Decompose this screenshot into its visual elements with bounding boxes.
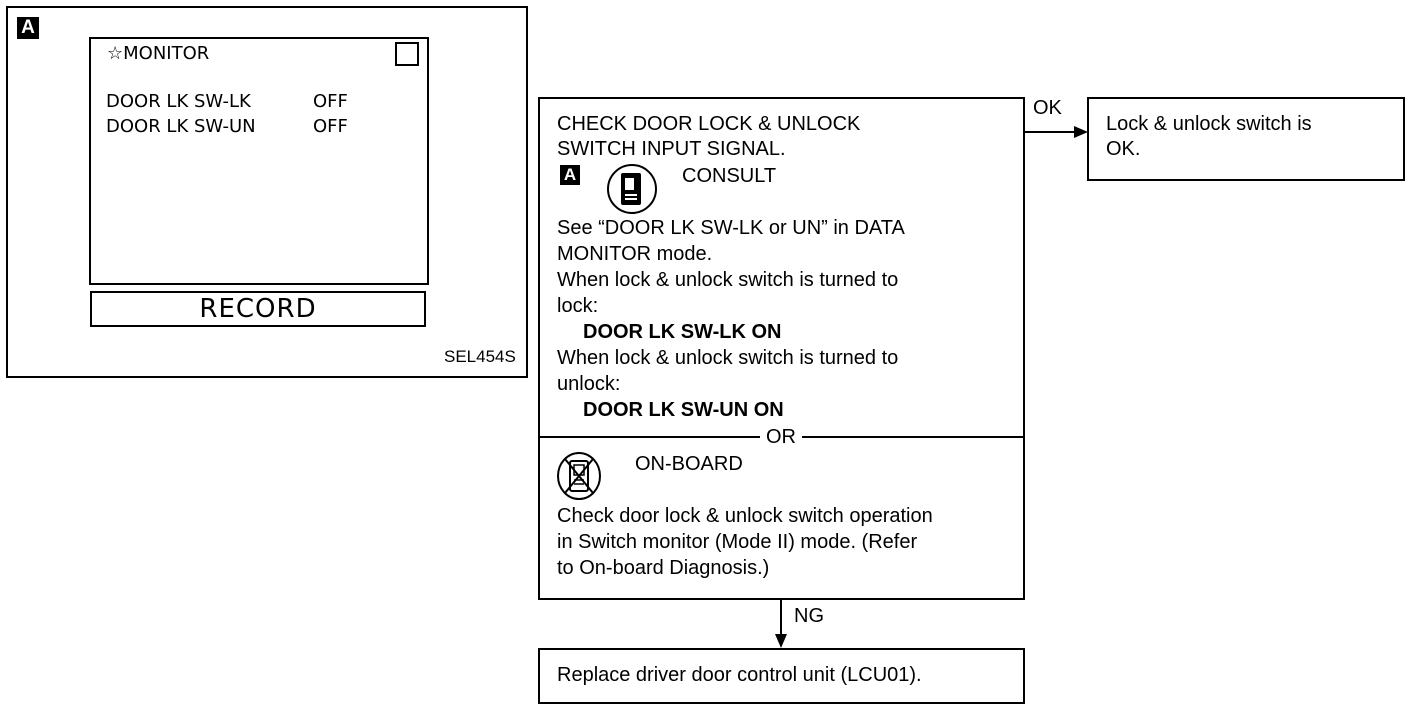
expected-result-unlock: DOOR LK SW-UN ON: [583, 399, 784, 421]
monitor-title: ☆MONITOR: [107, 43, 210, 64]
onboard-label: ON-BOARD: [635, 453, 743, 475]
step-text: MONITOR mode.: [557, 243, 713, 265]
ng-result-text: Replace driver door control unit (LCU01)…: [557, 664, 922, 686]
onboard-text: Check door lock & unlock switch operatio…: [557, 505, 933, 527]
onboard-text: in Switch monitor (Mode II) mode. (Refer: [557, 531, 918, 553]
step-text: See “DOOR LK SW-LK or UN” in DATA: [557, 217, 905, 239]
or-label: OR: [760, 424, 802, 450]
consult-label: CONSULT: [682, 165, 777, 187]
ok-result-line1: Lock & unlock switch is: [1106, 113, 1312, 135]
monitor-row-item: DOOR LK SW-LK: [106, 91, 251, 112]
ok-result-box: Lock & unlock switch is OK.: [1087, 97, 1405, 181]
consult-tool-icon: [606, 163, 658, 215]
consult-screen-figure: A ☆MONITOR DOOR LK SW-LK OFF DOOR LK SW-…: [6, 6, 528, 378]
figure-id: SEL454S: [444, 347, 516, 366]
monitor-checkbox[interactable]: [395, 42, 419, 66]
monitor-display: ☆MONITOR DOOR LK SW-LK OFF DOOR LK SW-UN…: [89, 37, 429, 285]
onboard-no-tool-icon: [556, 451, 602, 501]
step-text: When lock & unlock switch is turned to: [557, 347, 899, 369]
onboard-text: to On-board Diagnosis.): [557, 557, 770, 579]
step-text: unlock:: [557, 373, 621, 395]
monitor-row-value: OFF: [313, 91, 348, 112]
check-step-box: CHECK DOOR LOCK & UNLOCK SWITCH INPUT SI…: [538, 97, 1025, 600]
ng-label: NG: [794, 605, 824, 627]
reference-badge: A: [560, 165, 580, 185]
reference-badge: A: [17, 17, 39, 39]
step-title-line2: SWITCH INPUT SIGNAL.: [557, 138, 786, 160]
ng-arrow: [775, 598, 787, 648]
ng-result-box: Replace driver door control unit (LCU01)…: [538, 648, 1025, 704]
step-text: lock:: [557, 295, 599, 317]
ok-label: OK: [1033, 97, 1062, 119]
monitor-row-item: DOOR LK SW-UN: [106, 116, 256, 137]
record-button[interactable]: RECORD: [90, 291, 426, 327]
record-button-label: RECORD: [199, 294, 317, 324]
monitor-row-value: OFF: [313, 116, 348, 137]
expected-result-lock: DOOR LK SW-LK ON: [583, 321, 782, 343]
ok-arrow: [1024, 126, 1088, 138]
ok-result-line2: OK.: [1106, 138, 1141, 160]
step-text: When lock & unlock switch is turned to: [557, 269, 899, 291]
step-title-line1: CHECK DOOR LOCK & UNLOCK: [557, 113, 861, 135]
